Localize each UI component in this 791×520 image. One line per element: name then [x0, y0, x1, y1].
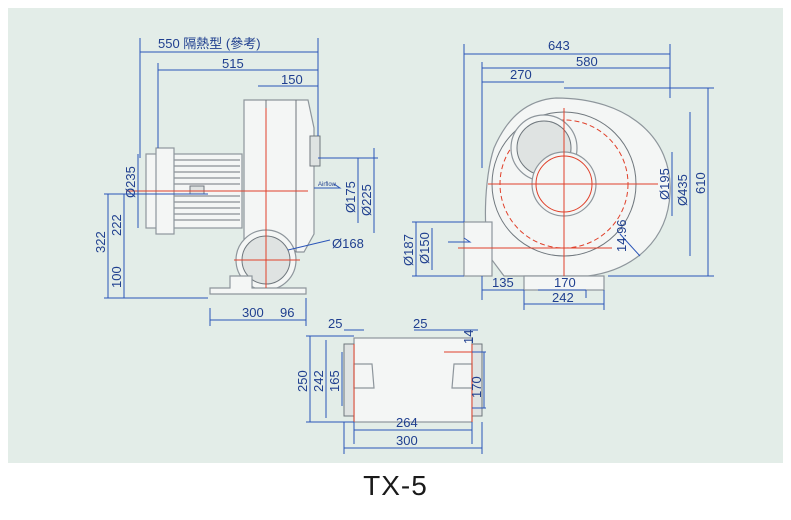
front-view [448, 97, 671, 291]
base-lip-left [343, 343, 355, 417]
side-base [209, 275, 307, 295]
inlet-arrow-icon [314, 183, 342, 189]
technical-drawing: Airflow 550 隔熱型 (參考) 515 150 Ø235 Ø175 Ø… [8, 8, 783, 463]
dim-side-base-offset: 96 [280, 305, 294, 320]
blower-housing [243, 99, 315, 253]
model-title: TX-5 [363, 470, 428, 501]
dim-side-motor-dia: Ø235 [123, 166, 138, 198]
dim-base-depth-total: 250 [295, 370, 310, 392]
dim-base-slot: 14 [461, 330, 476, 344]
outlet-flange [463, 221, 493, 277]
dim-front-width-2: 580 [576, 54, 598, 69]
motor-nameplate [189, 185, 205, 195]
dim-side-total-insulated: 550 隔熱型 (參考) [158, 36, 261, 51]
dim-side-height-total: 322 [93, 231, 108, 253]
dim-front-height-total: 610 [693, 172, 708, 194]
dim-side-height-axis: 222 [109, 214, 124, 236]
outlet-arrow-icon [448, 237, 472, 243]
dim-side-base-width: 300 [242, 305, 264, 320]
dim-base-depth-3: 165 [327, 370, 342, 392]
side-view-dims: 550 隔熱型 (參考) 515 150 Ø235 Ø175 Ø225 Ø168… [93, 36, 378, 326]
drawing-canvas: Airflow 550 隔熱型 (參考) 515 150 Ø235 Ø175 Ø… [93, 36, 714, 454]
inlet-flange [309, 135, 321, 167]
dim-front-foot-offset: 135 [492, 275, 514, 290]
side-view: Airflow [126, 99, 342, 295]
dim-front-outer-dia: Ø435 [675, 174, 690, 206]
dim-side-inlet-dia-2: Ø225 [359, 184, 374, 216]
dim-base-depth-right: 170 [469, 376, 484, 398]
dim-front-foot-1: 170 [554, 275, 576, 290]
dim-front-width-total: 643 [548, 38, 570, 53]
dim-base-right-margin: 25 [413, 316, 427, 331]
motor-fins [173, 159, 240, 221]
dim-side-inlet-offset: 150 [281, 72, 303, 87]
dim-front-outlet-dia-2: Ø150 [417, 232, 432, 264]
base-slot-left [353, 363, 375, 389]
base-view [343, 337, 483, 423]
dim-base-width-total: 300 [396, 433, 418, 448]
dim-front-inner-dia: Ø195 [657, 168, 672, 200]
dim-side-total: 515 [222, 56, 244, 71]
dim-side-inlet-dia-1: Ø175 [343, 181, 358, 213]
dim-front-outlet-dia-1: Ø187 [401, 234, 416, 266]
dim-side-height-outlet: 100 [109, 266, 124, 288]
front-view-dims: 643 580 270 610 Ø435 Ø195 14.96 Ø187 Ø15… [401, 38, 714, 310]
dim-side-outlet-dia: Ø168 [332, 236, 364, 251]
dim-front-axis-offset: 270 [510, 67, 532, 82]
dim-front-bolt-hole: 14.96 [614, 219, 629, 252]
base-view-dims: 25 25 14 250 242 165 170 264 300 [295, 316, 486, 454]
dim-front-foot-2: 242 [552, 290, 574, 305]
svg-text:Airflow: Airflow [318, 182, 337, 188]
dim-base-depth-2: 242 [311, 370, 326, 392]
dim-base-width-inner: 264 [396, 415, 418, 430]
dim-base-left-margin: 25 [328, 316, 342, 331]
